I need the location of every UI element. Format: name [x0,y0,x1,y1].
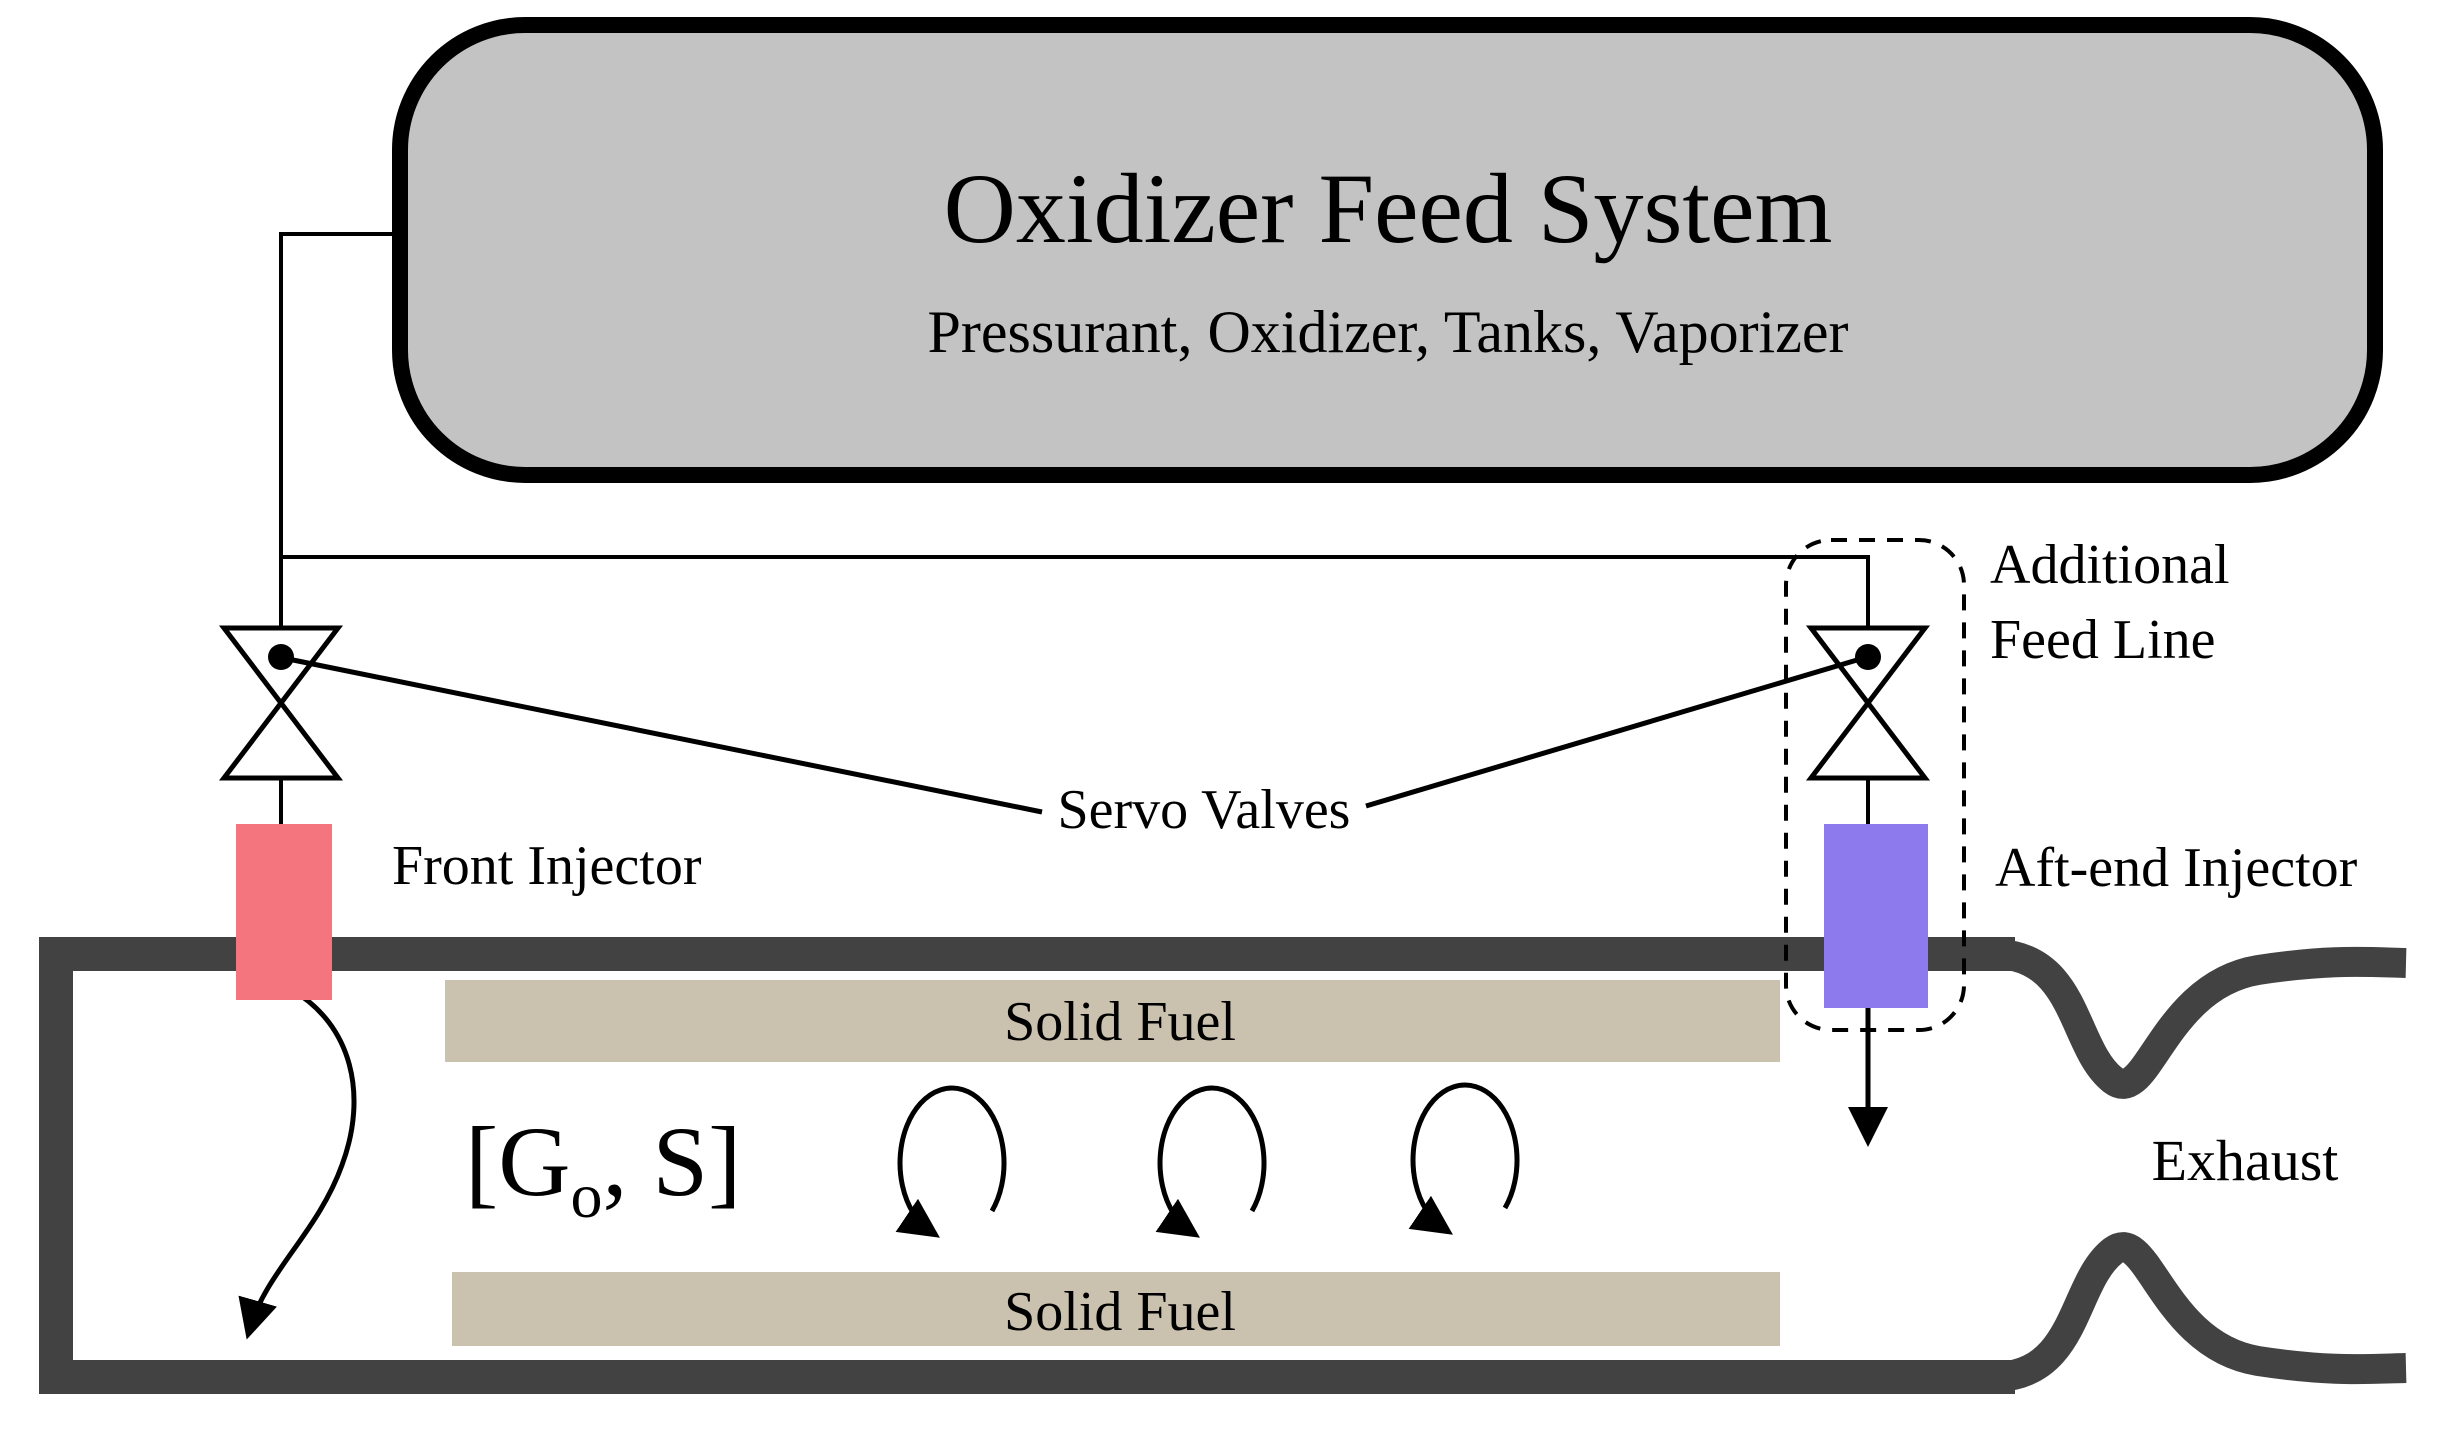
feed-system-subtitle: Pressurant, Oxidizer, Tanks, Vaporizer [928,299,1849,365]
additional-feed-line-outline [1784,538,1966,1032]
additional-feed-line-label-line1: Additional [1990,534,2230,596]
aft-injector-label: Aft-end Injector [1995,837,2358,899]
servo-valves-pointer-left [292,657,1043,815]
feed-system-title: Oxidizer Feed System [944,153,1833,264]
oxidizer-feed-system-box [392,17,2383,483]
feed-line-right [281,555,1870,632]
front-injector-block [236,824,332,1000]
solid-fuel-bottom-slab [452,1272,1780,1346]
solid-fuel-top-slab [445,980,1780,1062]
exhaust-label: Exhaust [2152,1128,2339,1193]
nozzle-bottom-contour [1996,1232,2407,1392]
solid-fuel-bottom-label: Solid Fuel [1004,1281,1236,1343]
right-valve-pivot-dot [1855,644,1881,670]
chamber-gas-open: [G [465,1106,571,1217]
servo-valves-label: Servo Valves [1058,779,1351,841]
vortex-arrow-3 [1408,1082,1520,1235]
vortex-arrow-1 [895,1085,1007,1238]
feed-line-left [279,232,404,632]
chamber-gas-rest: , S] [603,1106,742,1217]
additional-feed-line-label-line2: Feed Line [1990,609,2215,671]
left-valve-pivot-dot [268,644,294,670]
chamber-gas-subscript: o [571,1160,603,1231]
aft-injector-block [1824,824,1928,1008]
servo-valves-pointer-right [1365,657,1858,809]
nozzle-top-contour [1996,939,2407,1099]
front-injector-label: Front Injector [392,835,702,897]
front-injector-flow-arrow [238,987,357,1340]
vortex-arrow-2 [1155,1085,1267,1238]
chamber-gas-label: [Go, S] [465,1106,741,1231]
solid-fuel-top-label: Solid Fuel [1004,991,1236,1053]
